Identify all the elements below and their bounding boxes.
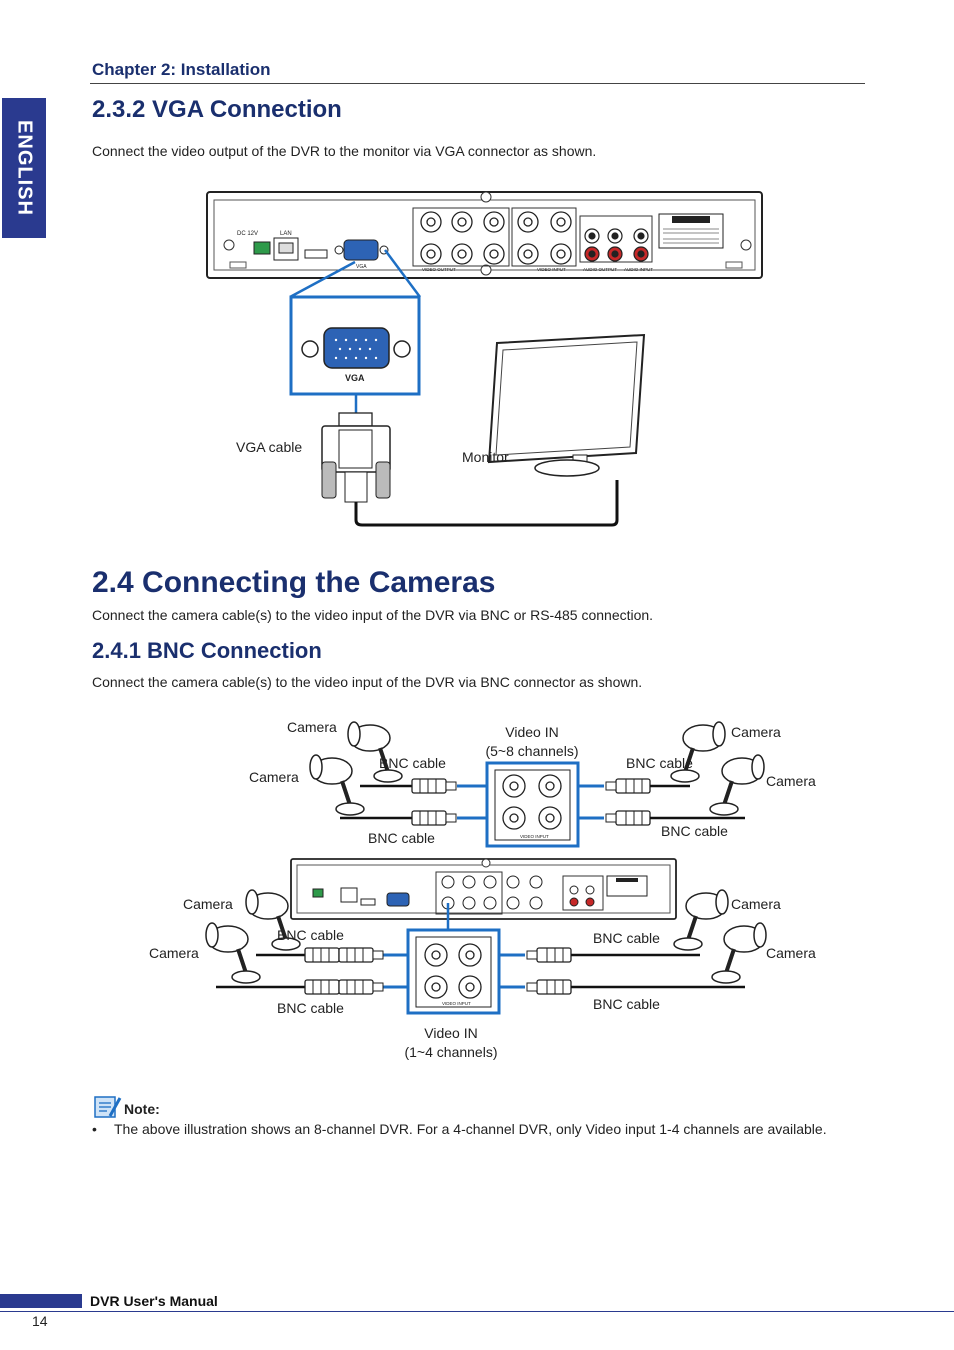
note-text: The above illustration shows an 8-channe… [114, 1121, 827, 1137]
bnc-section-heading: 2.4.1 BNC Connection [92, 638, 322, 663]
note-bullet: • [92, 1121, 97, 1137]
video-in-upper-line2: (5~8 channels) [485, 743, 578, 759]
bnc-cable-label-1: BNC cable [379, 755, 446, 771]
cameras-section-description: Connect the camera cable(s) to the video… [92, 607, 654, 623]
lower-bnc-cables [216, 947, 745, 995]
page-number: 14 [32, 1313, 48, 1329]
lan-label: LAN [280, 231, 292, 237]
lower-panel-label: VIDEO INPUT [442, 1001, 471, 1006]
language-tab-label: ENGLISH [13, 120, 36, 216]
bnc-cable-label-3: BNC cable [626, 755, 693, 771]
vga-cable-plug: VGA cable [236, 394, 619, 527]
language-tab: ENGLISH [2, 98, 46, 238]
camera-upper-left-2 [308, 753, 366, 817]
header-divider [90, 83, 865, 84]
camera-label-3: Camera [731, 724, 781, 740]
manual-title: DVR User's Manual [90, 1293, 218, 1309]
video-input-panel-1-4: VIDEO INPUT [383, 903, 525, 1015]
audio-input-label: AUDIO INPUT [624, 267, 653, 272]
vga-cable-label: VGA cable [236, 439, 302, 455]
dvr-rear-panel: DC 12V LAN VGA VIDEO OUTPUT VIDEO INPUT [206, 191, 763, 279]
bnc-section-description: Connect the camera cable(s) to the video… [92, 674, 643, 690]
bnc-cable-label-6: BNC cable [277, 1000, 344, 1016]
vga-section-description: Connect the video output of the DVR to t… [92, 143, 597, 159]
note-label: Note: [124, 1101, 160, 1117]
footer-bar [0, 1294, 82, 1308]
camera-label-8: Camera [766, 945, 816, 961]
camera-label-7: Camera [731, 896, 781, 912]
bnc-cable-label-4: BNC cable [661, 823, 728, 839]
vga-zoom-callout: VGA [289, 249, 422, 396]
camera-upper-right-2 [708, 753, 766, 817]
bnc-cable-label-2: BNC cable [368, 830, 435, 846]
bnc-connection-diagram: VIDEO INPUT [149, 719, 816, 1060]
video-in-lower-line2: (1~4 channels) [404, 1044, 497, 1060]
bnc-cable-label-7: BNC cable [593, 930, 660, 946]
camera-label-2: Camera [249, 769, 299, 785]
chapter-title: Chapter 2: Installation [92, 60, 271, 79]
video-output-label: VIDEO OUTPUT [422, 267, 456, 272]
camera-label-5: Camera [183, 896, 233, 912]
vga-connection-diagram: DC 12V LAN VGA VIDEO OUTPUT VIDEO INPUT [206, 191, 763, 527]
video-input-panel-5-8: VIDEO INPUT [457, 761, 604, 848]
camera-label-1: Camera [287, 719, 337, 735]
upper-panel-label: VIDEO INPUT [520, 834, 549, 839]
camera-upper-right-1 [669, 720, 727, 784]
note-icon [94, 1096, 122, 1118]
vga-port-label: VGA [356, 264, 367, 270]
camera-lower-right-2 [710, 921, 768, 985]
camera-label-4: Camera [766, 773, 816, 789]
camera-upper-left-1 [346, 720, 404, 784]
vga-section-heading: 2.3.2 VGA Connection [92, 96, 342, 123]
cameras-section-heading: 2.4 Connecting the Cameras [92, 566, 496, 599]
footer-divider [0, 1311, 954, 1312]
camera-label-6: Camera [149, 945, 199, 961]
camera-lower-right-1 [672, 888, 730, 952]
video-in-upper-line1: Video IN [505, 724, 558, 740]
dvr-rear-panel-small [290, 858, 677, 920]
camera-lower-left-2 [204, 921, 262, 985]
upper-bnc-cables [340, 778, 745, 826]
video-input-label: VIDEO INPUT [537, 267, 566, 272]
bnc-cable-label-5: BNC cable [277, 927, 344, 943]
dc-label: DC 12V [237, 231, 258, 237]
zoom-vga-label: VGA [345, 373, 365, 383]
audio-output-label: AUDIO OUTPUT [583, 267, 617, 272]
monitor-illustration: Monitor [462, 333, 646, 477]
bnc-cable-label-8: BNC cable [593, 996, 660, 1012]
video-in-lower-line1: Video IN [424, 1025, 477, 1041]
monitor-label: Monitor [462, 449, 509, 465]
